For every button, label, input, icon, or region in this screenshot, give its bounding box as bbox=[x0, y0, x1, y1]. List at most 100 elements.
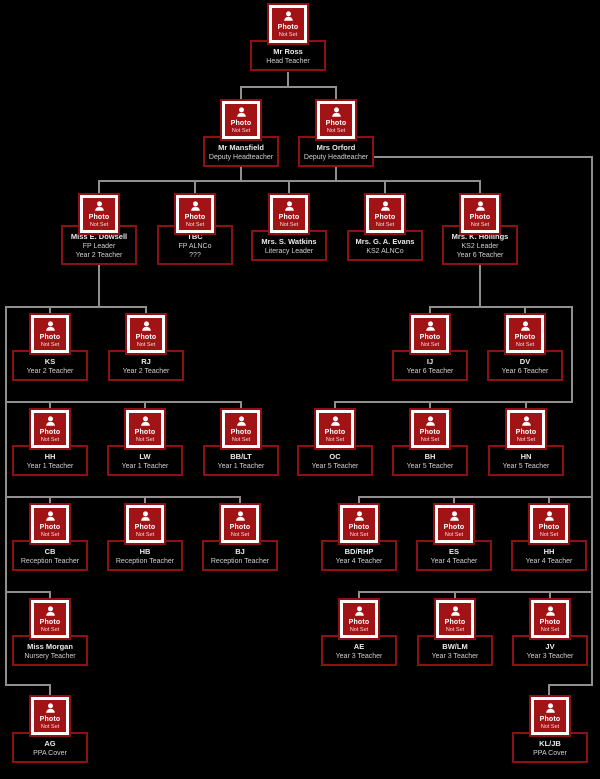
photo-text: Photo bbox=[39, 523, 61, 531]
person-icon bbox=[450, 605, 460, 616]
connector-line bbox=[524, 306, 526, 314]
person-role: Nursery Teacher bbox=[24, 653, 76, 660]
connector-line bbox=[358, 591, 360, 599]
person-role: Reception Teacher bbox=[115, 558, 175, 565]
org-node-ae[interactable]: Photo Not Set AE Year 3 Teacher bbox=[321, 598, 397, 666]
connector-line bbox=[288, 180, 290, 194]
connector-line bbox=[5, 306, 146, 308]
photo-text: Photo bbox=[278, 213, 300, 221]
photo-not-set-text: Not Set bbox=[135, 531, 155, 538]
org-node-mrs-watkins[interactable]: Photo Not Set Mrs. S. Watkins Literacy L… bbox=[251, 193, 327, 261]
connector-line bbox=[479, 263, 481, 307]
person-role: KS2 ALNCo bbox=[366, 248, 404, 255]
org-node-mrs-orford[interactable]: Photo Not Set Mrs Orford Deputy Headteac… bbox=[298, 99, 374, 167]
person-name: Mrs. K. Hollings bbox=[451, 232, 509, 241]
org-node-es[interactable]: Photo Not Set ES Year 4 Teacher bbox=[416, 503, 492, 571]
connector-line bbox=[591, 156, 593, 686]
person-name: HB bbox=[139, 547, 151, 556]
person-icon bbox=[449, 510, 459, 521]
photo-text: Photo bbox=[88, 213, 110, 221]
connector-line bbox=[453, 496, 455, 504]
person-role: Year 6 Teacher bbox=[456, 252, 504, 259]
person-icon bbox=[45, 605, 55, 616]
node-label: HB Reception Teacher bbox=[107, 540, 183, 571]
photo-box: Photo Not Set bbox=[29, 503, 71, 545]
connector-line bbox=[548, 496, 550, 504]
connector-line bbox=[571, 306, 573, 402]
org-node-kl-jb[interactable]: Photo Not Set KL/JB PPA Cover bbox=[512, 695, 588, 763]
org-node-hn[interactable]: Photo Not Set HN Year 5 Teacher bbox=[488, 408, 564, 476]
photo-box: Photo Not Set bbox=[124, 503, 166, 545]
person-role: PPA Cover bbox=[533, 750, 567, 757]
org-node-bj[interactable]: Photo Not Set BJ Reception Teacher bbox=[202, 503, 278, 571]
person-role: Year 1 Teacher bbox=[217, 463, 265, 470]
person-role: Year 6 Teacher bbox=[501, 368, 549, 375]
photo-box: Photo Not Set bbox=[220, 408, 262, 450]
person-name: Mrs Orford bbox=[316, 143, 356, 152]
photo-not-set-text: Not Set bbox=[420, 436, 440, 443]
org-node-miss-morgan[interactable]: Photo Not Set Miss Morgan Nursery Teache… bbox=[12, 598, 88, 666]
org-node-ks[interactable]: Photo Not Set KS Year 2 Teacher bbox=[12, 313, 88, 381]
photo-not-set-text: Not Set bbox=[40, 436, 60, 443]
photo-not-set-text: Not Set bbox=[539, 531, 559, 538]
org-node-ag[interactable]: Photo Not Set AG PPA Cover bbox=[12, 695, 88, 763]
person-role: Reception Teacher bbox=[210, 558, 270, 565]
org-node-hh-year4[interactable]: Photo Not Set HH Year 4 Teacher bbox=[511, 503, 587, 571]
node-label: HH Year 4 Teacher bbox=[511, 540, 587, 571]
photo-box: Photo Not Set bbox=[78, 193, 120, 235]
person-name: AG bbox=[44, 739, 56, 748]
photo-box: Photo Not Set bbox=[314, 408, 356, 450]
org-node-mr-mansfield[interactable]: Photo Not Set Mr Mansfield Deputy Headte… bbox=[203, 99, 279, 167]
photo-not-set-text: Not Set bbox=[515, 341, 535, 348]
photo-box: Photo Not Set bbox=[505, 408, 547, 450]
connector-line bbox=[429, 401, 431, 409]
photo-text: Photo bbox=[184, 213, 206, 221]
connector-line bbox=[49, 591, 51, 599]
photo-not-set-text: Not Set bbox=[349, 531, 369, 538]
org-node-oc[interactable]: Photo Not Set OC Year 5 Teacher bbox=[297, 408, 373, 476]
org-node-rj[interactable]: Photo Not Set RJ Year 2 Teacher bbox=[108, 313, 184, 381]
org-node-bb-lt[interactable]: Photo Not Set BB/LT Year 1 Teacher bbox=[203, 408, 279, 476]
photo-box: Photo Not Set bbox=[528, 503, 570, 545]
connector-line bbox=[335, 167, 337, 181]
org-node-bh[interactable]: Photo Not Set BH Year 5 Teacher bbox=[392, 408, 468, 476]
photo-box: Photo Not Set bbox=[268, 193, 310, 235]
person-role: Year 3 Teacher bbox=[526, 653, 574, 660]
person-name: RJ bbox=[141, 357, 151, 366]
org-node-hb[interactable]: Photo Not Set HB Reception Teacher bbox=[107, 503, 183, 571]
photo-box: Photo Not Set bbox=[29, 695, 71, 737]
photo-not-set-text: Not Set bbox=[326, 127, 346, 134]
person-name: TBC bbox=[187, 232, 203, 241]
person-role: PPA Cover bbox=[33, 750, 67, 757]
org-node-cb[interactable]: Photo Not Set CB Reception Teacher bbox=[12, 503, 88, 571]
org-node-dv[interactable]: Photo Not Set DV Year 6 Teacher bbox=[487, 313, 563, 381]
person-name: Mrs. S. Watkins bbox=[261, 237, 317, 246]
person-icon bbox=[45, 320, 55, 331]
org-node-lw[interactable]: Photo Not Set LW Year 1 Teacher bbox=[107, 408, 183, 476]
connector-line bbox=[49, 401, 51, 409]
person-icon bbox=[521, 415, 531, 426]
person-role: Reception Teacher bbox=[20, 558, 80, 565]
photo-not-set-text: Not Set bbox=[445, 626, 465, 633]
connector-line bbox=[374, 156, 593, 158]
photo-box: Photo Not Set bbox=[124, 408, 166, 450]
org-node-ij[interactable]: Photo Not Set IJ Year 6 Teacher bbox=[392, 313, 468, 381]
org-node-jv[interactable]: Photo Not Set JV Year 3 Teacher bbox=[512, 598, 588, 666]
photo-box: Photo Not Set bbox=[364, 193, 406, 235]
person-role: Literacy Leader bbox=[264, 248, 314, 255]
org-node-bd-rhp[interactable]: Photo Not Set BD/RHP Year 4 Teacher bbox=[321, 503, 397, 571]
photo-text: Photo bbox=[39, 715, 61, 723]
person-role: ??? bbox=[189, 252, 201, 259]
org-node-bw-lm[interactable]: Photo Not Set BW/LM Year 3 Teacher bbox=[417, 598, 493, 666]
node-label: DV Year 6 Teacher bbox=[487, 350, 563, 381]
connector-line bbox=[5, 591, 50, 593]
person-name: OC bbox=[329, 452, 341, 461]
photo-not-set-text: Not Set bbox=[89, 221, 109, 228]
org-node-mrs-hollings[interactable]: Photo Not Set Mrs. K. Hollings KS2 Leade… bbox=[442, 193, 518, 265]
org-node-tbc[interactable]: Photo Not Set TBC FP ALNCo ??? bbox=[157, 193, 233, 265]
org-node-mrs-evans[interactable]: Photo Not Set Mrs. G. A. Evans KS2 ALNCo bbox=[347, 193, 423, 261]
connector-line bbox=[334, 401, 573, 403]
org-node-mr-ross[interactable]: Photo Not Set Mr Ross Head Teacher bbox=[250, 3, 326, 71]
org-node-hh-year1[interactable]: Photo Not Set HH Year 1 Teacher bbox=[12, 408, 88, 476]
org-node-miss-dowsell[interactable]: Photo Not Set Miss E. Dowsell FP Leader … bbox=[61, 193, 137, 265]
